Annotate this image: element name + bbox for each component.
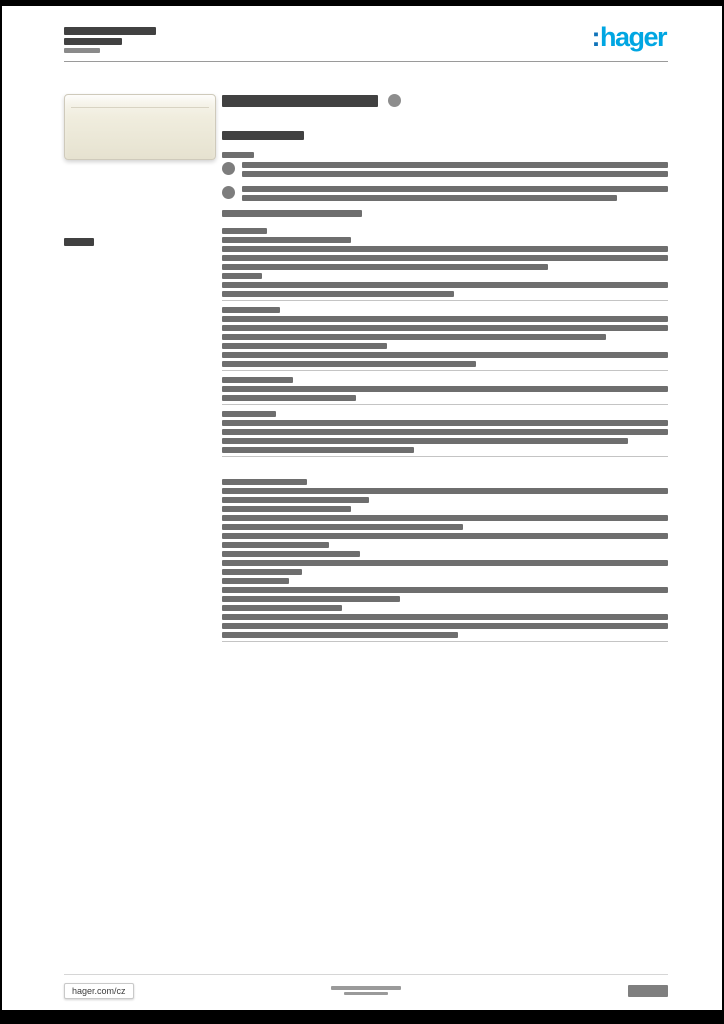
redacted-text-bar: [222, 542, 330, 548]
section-divider: [222, 300, 668, 301]
feature-row: [222, 162, 668, 180]
feature-icon: [222, 162, 235, 175]
redacted-text-bar: [222, 246, 668, 252]
redacted-text-bar: [222, 282, 668, 288]
footer-row: hager.com/cz: [64, 982, 668, 1000]
redacted-text-bar: [222, 420, 668, 426]
footer-divider: [64, 974, 668, 975]
redacted-text-bar: [222, 237, 352, 243]
redacted-text-bar: [222, 605, 343, 611]
footer-company-line-redacted: [331, 985, 401, 990]
redacted-text-bar: [222, 623, 668, 629]
product-title-block: [222, 94, 668, 143]
redacted-text-bar: [222, 316, 668, 322]
datasheet-page: :hager hager.com/cz: [2, 6, 722, 1010]
intro-caption-redacted: [222, 152, 254, 158]
redacted-text-bar: [222, 255, 668, 261]
title-badge-icon: [388, 94, 401, 107]
feature-text-lines: [242, 162, 668, 180]
feature-icon: [222, 186, 235, 199]
redacted-text-bar: [222, 596, 401, 602]
redacted-text-bar: [222, 438, 628, 444]
feature-text-lines: [242, 186, 668, 204]
product-subtitle-row: [222, 131, 668, 140]
hager-logo-word: hager: [599, 22, 668, 52]
redacted-text-bar: [222, 291, 454, 297]
margin-label: [64, 238, 124, 249]
header-subline-redacted: [64, 48, 100, 53]
footer-company-line-redacted: [344, 991, 388, 995]
feature-list: [222, 162, 668, 204]
attributes-table: [222, 228, 668, 648]
redacted-text-bar: [222, 515, 668, 521]
section-divider: [222, 641, 668, 642]
redacted-text-bar: [222, 334, 606, 340]
page-number-redacted: [628, 985, 668, 997]
page-number-block: [628, 985, 668, 997]
redacted-text-bar: [222, 587, 668, 593]
footer-link[interactable]: hager.com/cz: [64, 983, 134, 999]
redacted-text-bar: [222, 386, 668, 392]
product-subtitle-redacted: [222, 131, 304, 140]
redacted-text-bar: [222, 632, 459, 638]
spacer: [222, 463, 668, 479]
page-footer: hager.com/cz: [64, 974, 668, 1000]
redacted-text-bar: [222, 533, 668, 539]
enclosure-shape: [64, 94, 216, 160]
redacted-text-bar: [222, 343, 388, 349]
product-title-bars: [222, 94, 378, 107]
product-title-redacted: [222, 94, 378, 107]
redacted-text-bar: [222, 361, 477, 367]
product-image: [64, 94, 216, 160]
intro-post: [222, 210, 668, 217]
redacted-text-bar: [222, 569, 303, 575]
redacted-text-bar: [222, 479, 307, 485]
product-header: [64, 27, 156, 56]
redacted-text-bar: [222, 429, 668, 435]
redacted-text-bar: [222, 614, 668, 620]
redacted-text-bar: [222, 377, 294, 383]
redacted-text-bar: [222, 551, 361, 557]
redacted-text-bar: [222, 578, 289, 584]
redacted-text-bar: [222, 560, 668, 566]
redacted-text-bar: [222, 352, 668, 358]
product-title-row: [222, 94, 668, 107]
section-divider: [222, 456, 668, 457]
margin-label-redacted: [64, 238, 94, 246]
redacted-text-bar: [242, 195, 617, 201]
product-intro: [222, 152, 668, 220]
section-divider: [222, 370, 668, 371]
hager-logo-colon: :: [591, 22, 600, 52]
redacted-text-bar: [242, 171, 668, 177]
header-product-name-redacted: [64, 27, 156, 35]
redacted-text-bar: [222, 447, 414, 453]
redacted-text-bar: [222, 524, 463, 530]
footer-company-info: [331, 985, 401, 997]
enclosure-lid-edge: [71, 107, 209, 108]
section-divider: [222, 404, 668, 405]
header-product-ref-redacted: [64, 38, 122, 45]
redacted-text-bar: [222, 273, 263, 279]
redacted-text-bar: [222, 228, 267, 234]
redacted-text-bar: [222, 488, 668, 494]
redacted-text-bar: [222, 325, 668, 331]
redacted-text-bar: [222, 264, 548, 270]
feature-row: [222, 186, 668, 204]
redacted-text-bar: [222, 506, 352, 512]
hager-logo: :hager: [591, 22, 668, 52]
redacted-text-bar: [222, 411, 276, 417]
redacted-text-bar: [222, 307, 280, 313]
header-divider: [64, 61, 668, 62]
intro-pre: [222, 152, 668, 158]
redacted-text-bar: [242, 186, 668, 192]
intro-note-redacted: [222, 210, 362, 217]
redacted-text-bar: [222, 497, 370, 503]
redacted-text-bar: [242, 162, 668, 168]
redacted-text-bar: [222, 395, 356, 401]
